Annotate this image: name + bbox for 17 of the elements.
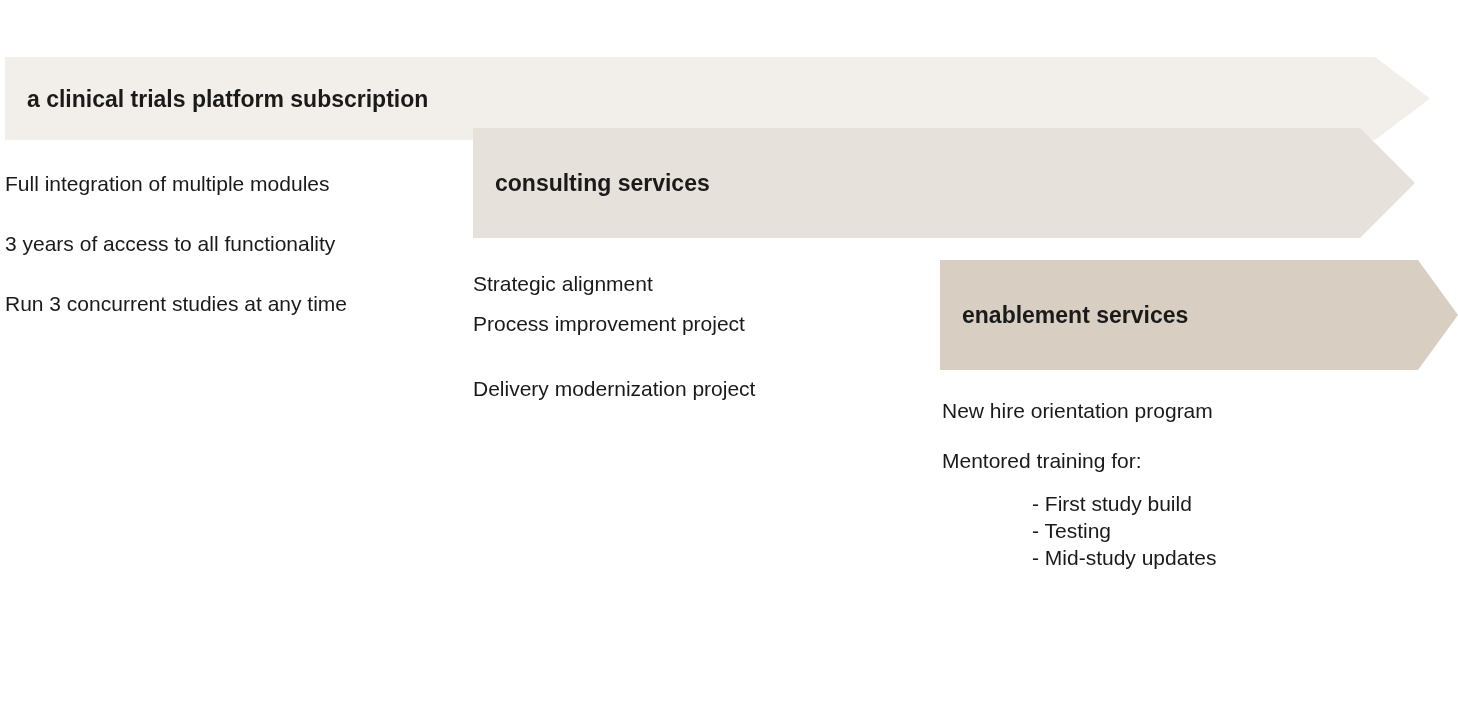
list-text: - Testing: [1032, 518, 1111, 544]
list-text: Delivery modernization project: [473, 376, 756, 402]
list-text: - Mid-study updates: [1032, 545, 1217, 571]
list-text: New hire orientation program: [942, 398, 1213, 424]
list-text: Process improvement project: [473, 311, 745, 337]
band-heading: enablement services: [962, 301, 1189, 329]
chevron-band: [940, 260, 1458, 370]
list-text: Strategic alignment: [473, 271, 653, 297]
list-text: - First study build: [1032, 491, 1192, 517]
list-text: Run 3 concurrent studies at any time: [5, 291, 347, 317]
list-text: Full integration of multiple modules: [5, 171, 330, 197]
band-heading: consulting services: [495, 169, 710, 197]
chevron-band: [473, 128, 1415, 238]
band-heading: a clinical trials platform subscription: [27, 85, 429, 112]
chevron-band: [5, 57, 1430, 140]
list-text: Mentored training for:: [942, 448, 1142, 474]
list-text: 3 years of access to all functionality: [5, 231, 336, 257]
